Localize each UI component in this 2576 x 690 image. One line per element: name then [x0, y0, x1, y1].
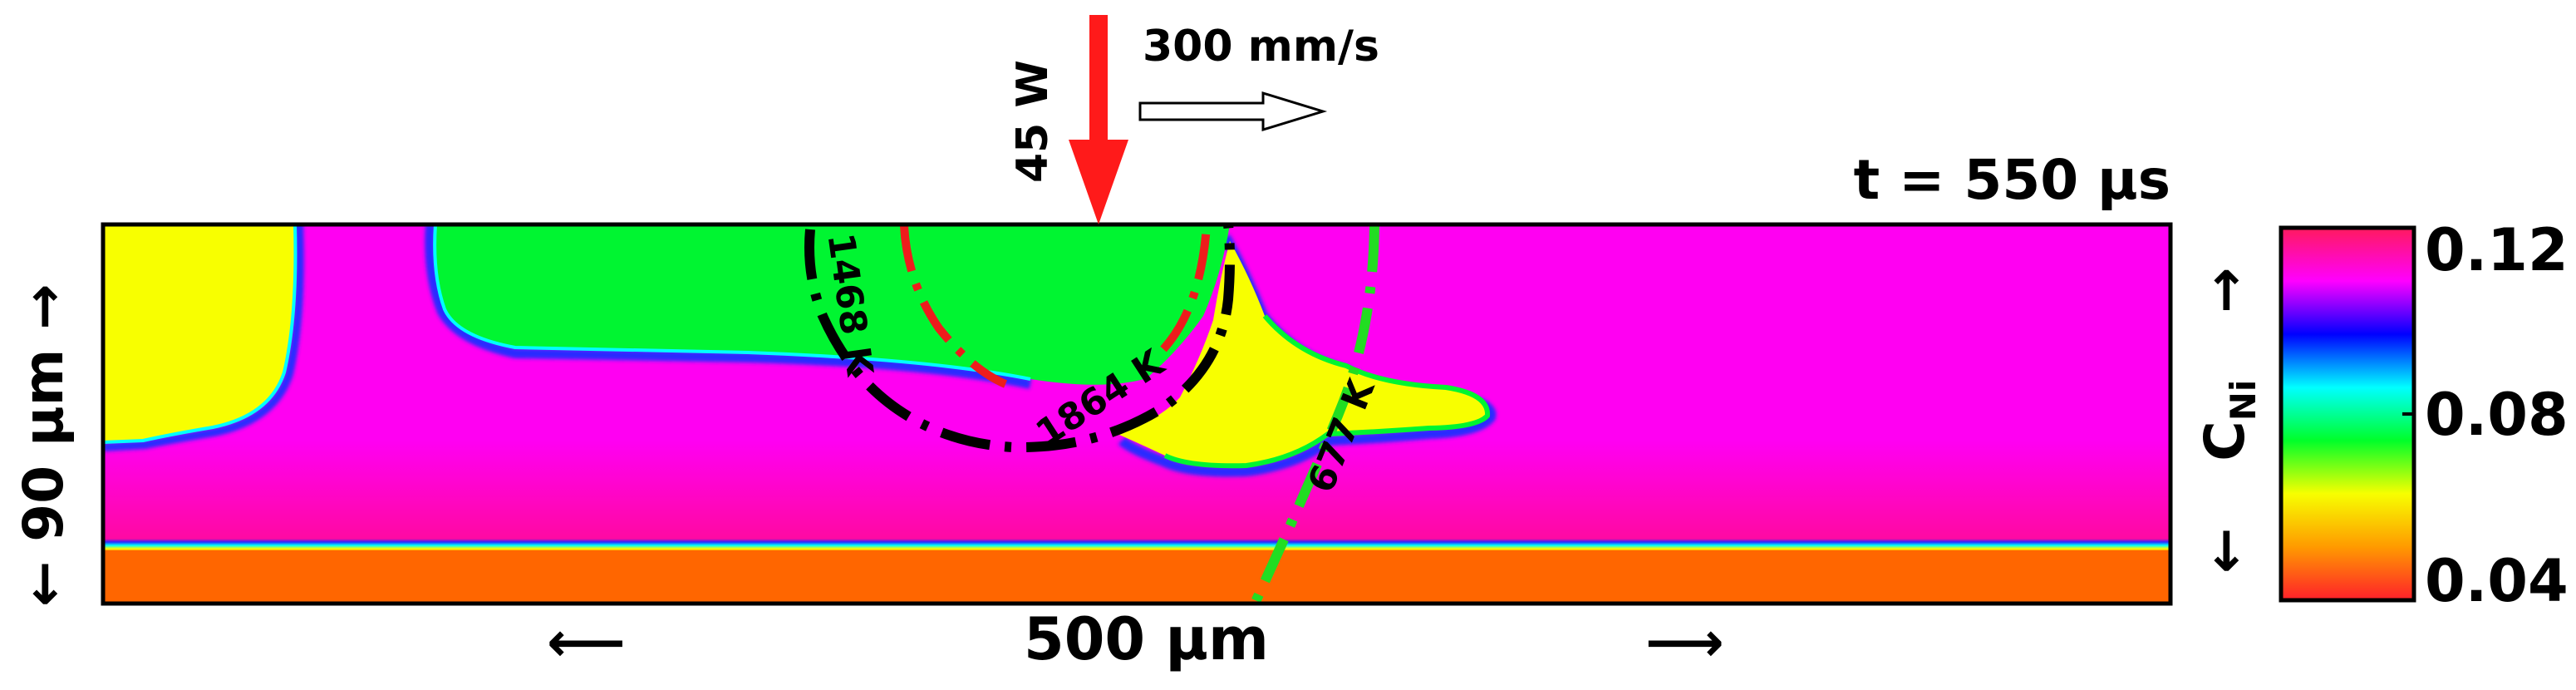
lower-pink-band	[103, 441, 2170, 547]
scan-speed-label: 300 mm/s	[1143, 22, 1379, 71]
colorbar-up-arrow: →	[2193, 267, 2257, 313]
laser-arrow-head	[1069, 140, 1128, 224]
isotherm-1864k-line-right	[1160, 225, 1211, 352]
concentration-field	[103, 224, 2170, 604]
colorbar-tick-label-bottom: 0.04	[2425, 547, 2569, 615]
cyan-edge-left	[103, 224, 297, 444]
laser-arrow	[1069, 15, 1128, 224]
green-region	[435, 224, 1230, 385]
laser-power-label: 45 W	[1008, 60, 1058, 183]
colorbar-title: ← CNi →	[2193, 267, 2264, 574]
width-scale-label: 500 µm	[1024, 605, 1269, 673]
time-label: t = 550 µs	[1853, 148, 2170, 212]
isotherm-677k-line	[1250, 225, 1379, 604]
colorbar-symbol: C	[2193, 421, 2257, 461]
substrate-region	[103, 550, 2170, 604]
colorbar-tick-label-top: 0.12	[2425, 216, 2569, 284]
isotherm-1864k-line	[900, 225, 1008, 388]
width-scale-left-arrow: ⟵	[547, 610, 626, 674]
isotherm-contours	[804, 224, 1379, 604]
yellow-region-left	[103, 224, 296, 442]
colorbar-tick-label-mid: 0.08	[2425, 381, 2569, 449]
yellow-region-right	[1113, 241, 1488, 466]
scan-direction-arrow	[1138, 91, 1328, 132]
width-scale-right-arrow: ⟶	[1645, 610, 1724, 674]
green-halo-top	[425, 224, 1032, 389]
colorbar	[2279, 225, 2416, 603]
height-scale-label: ← 90 µm →	[12, 283, 76, 607]
laser-arrow-shaft	[1089, 15, 1108, 141]
yellow-halo-left	[103, 224, 304, 451]
colorbar-subscript: Ni	[2223, 379, 2264, 421]
substrate-interface	[103, 539, 2170, 552]
colorbar-ticks	[2402, 226, 2414, 602]
colorbar-down-arrow: ←	[2193, 527, 2257, 574]
field-frame	[101, 222, 2173, 606]
cyan-edge-green	[433, 224, 1031, 381]
isotherm-1468k-line	[804, 224, 1235, 453]
